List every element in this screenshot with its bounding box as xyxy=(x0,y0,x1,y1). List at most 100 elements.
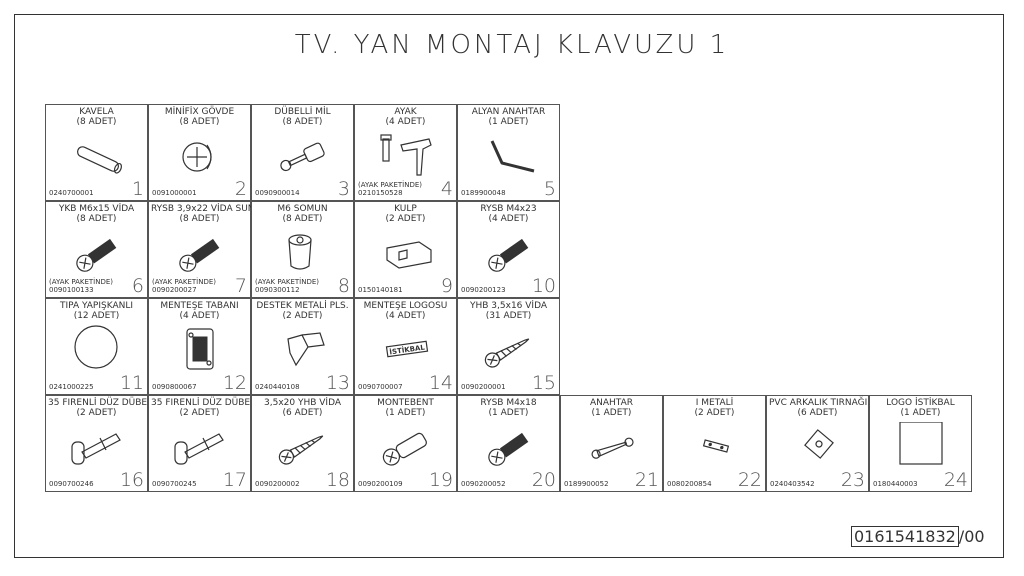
part-name: RYSB M4x23 xyxy=(480,204,537,214)
document-number: 0161541832/00 xyxy=(851,526,985,547)
part-number: 22 xyxy=(737,469,762,491)
part-quantity: (4 ADET) xyxy=(179,311,220,321)
part-quantity: (6 ADET) xyxy=(797,408,838,418)
part-cell-18: 3,5x20 YHB VİDA (6 ADET) 0090200002 18 xyxy=(251,395,354,492)
part-name: MONTEBENT xyxy=(377,398,434,408)
part-number: 4 xyxy=(440,178,453,200)
part-cell-9: KULP (2 ADET) 0150140181 9 xyxy=(354,201,457,298)
part-code: 0180440003 xyxy=(873,480,918,488)
logo-square-icon xyxy=(899,422,943,465)
part-note: (AYAK PAKETİNDE) xyxy=(152,278,217,286)
part-name: ANAHTAR xyxy=(589,398,634,408)
part-cell-20: RYSB M4x18 (1 ADET) 0090200052 20 xyxy=(457,395,560,492)
part-label: MİNİFİX GÖVDE (8 ADET) xyxy=(151,107,248,127)
part-name: 35 FIRENLİ DÜZ DÜBELSİZ xyxy=(48,398,167,408)
part-quantity: (8 ADET) xyxy=(76,117,117,127)
part-number: 1 xyxy=(131,178,144,200)
part-cell-11: TIPA YAPIŞKANLI (12 ADET) 0241000225 11 xyxy=(45,298,148,395)
part-code: 0090900014 xyxy=(255,189,300,197)
part-name: ALYAN ANAHTAR xyxy=(471,107,546,117)
part-quantity: (31 ADET) xyxy=(485,311,532,321)
cam-bolt-icon xyxy=(280,142,325,172)
part-label: MENTEŞE LOGOSU (4 ADET) xyxy=(357,301,454,321)
part-name: RYSB M4x18 xyxy=(480,398,537,408)
part-number: 10 xyxy=(531,275,556,297)
part-name: TIPA YAPIŞKANLI xyxy=(59,301,134,311)
part-name: YKB M6x15 VİDA xyxy=(58,204,135,214)
part-code: 0240700001 xyxy=(49,189,94,197)
part-name: RYSB 3,9x22 VİDA SUNTA xyxy=(151,204,266,214)
part-cell-19: MONTEBENT (1 ADET) 0090200109 19 xyxy=(354,395,457,492)
bolt-icon xyxy=(488,238,529,272)
i-metal-icon xyxy=(702,439,730,453)
part-number: 9 xyxy=(440,275,453,297)
part-quantity: (2 ADET) xyxy=(385,214,426,224)
part-cell-24: LOGO İSTİKBAL (1 ADET) 0180440003 24 xyxy=(869,395,972,492)
part-label: I METALİ (2 ADET) xyxy=(666,398,763,418)
part-quantity: (4 ADET) xyxy=(385,311,426,321)
part-note: (AYAK PAKETİNDE) xyxy=(358,181,423,189)
wood-screw-icon xyxy=(484,338,530,368)
part-code: 0210150528 xyxy=(358,189,403,197)
part-cell-23: PVC ARKALIK TIRNAĞI (6 ADET) 0240403542 … xyxy=(766,395,869,492)
part-number: 17 xyxy=(222,469,247,491)
clip-icon xyxy=(804,429,834,459)
part-name: M6 SOMUN xyxy=(277,204,328,214)
part-code: 0189900052 xyxy=(564,480,609,488)
part-label: AYAK (4 ADET) xyxy=(357,107,454,127)
bolt-icon xyxy=(179,238,220,272)
part-number: 19 xyxy=(428,469,453,491)
part-quantity: (4 ADET) xyxy=(385,117,426,127)
part-label: KAVELA (8 ADET) xyxy=(48,107,145,127)
part-label: RYSB M4x18 (1 ADET) xyxy=(460,398,557,418)
part-label: PVC ARKALIK TIRNAĞI (6 ADET) xyxy=(769,398,867,418)
part-quantity: (1 ADET) xyxy=(385,408,426,418)
part-cell-10: RYSB M4x23 (4 ADET) 0090200123 10 xyxy=(457,201,560,298)
part-code: 0090700245 xyxy=(152,480,197,488)
part-name: 35 FIRENLİ DÜZ DÜBELSİZ xyxy=(151,398,270,408)
part-number: 21 xyxy=(634,469,659,491)
part-number: 5 xyxy=(543,178,556,200)
part-cell-12: MENTEŞE TABANI (4 ADET) 0090800067 12 xyxy=(148,298,251,395)
connector-icon xyxy=(382,432,427,466)
part-note: (AYAK PAKETİNDE) xyxy=(255,278,320,286)
part-name: MENTEŞE LOGOSU xyxy=(363,301,448,311)
part-cell-2: MİNİFİX GÖVDE (8 ADET) 0091000001 2 xyxy=(148,104,251,201)
part-quantity: (1 ADET) xyxy=(488,408,529,418)
part-label: ALYAN ANAHTAR (1 ADET) xyxy=(460,107,557,127)
part-quantity: (4 ADET) xyxy=(488,214,529,224)
part-code: 0240440108 xyxy=(255,383,300,391)
part-code: 0241000225 xyxy=(49,383,94,391)
part-quantity: (8 ADET) xyxy=(179,117,220,127)
part-code: 0150140181 xyxy=(358,286,403,294)
part-number: 7 xyxy=(234,275,247,297)
part-label: DESTEK METALİ PLS. (2 ADET) xyxy=(254,301,351,321)
part-label: YKB M6x15 VİDA (8 ADET) xyxy=(48,204,145,224)
part-quantity: (8 ADET) xyxy=(76,214,117,224)
part-quantity: (12 ADET) xyxy=(73,311,120,321)
part-number: 14 xyxy=(428,372,453,394)
part-label: MENTEŞE TABANI (4 ADET) xyxy=(151,301,248,321)
part-number: 24 xyxy=(943,469,968,491)
part-quantity: (8 ADET) xyxy=(179,214,220,224)
part-quantity: (1 ADET) xyxy=(488,117,529,127)
part-cell-17: 35 FIRENLİ DÜZ DÜBELSİZ (2 ADET) 0090700… xyxy=(148,395,270,492)
part-label: KULP (2 ADET) xyxy=(357,204,454,224)
part-cell-13: DESTEK METALİ PLS. (2 ADET) 0240440108 1… xyxy=(251,298,354,395)
part-quantity: (8 ADET) xyxy=(282,214,323,224)
bolt-icon xyxy=(76,238,117,272)
part-cell-7: RYSB 3,9x22 VİDA SUNTA (8 ADET) (AYAK PA… xyxy=(148,201,266,298)
part-label: TIPA YAPIŞKANLI (12 ADET) xyxy=(48,301,145,321)
part-code: 0090100133 xyxy=(49,286,94,294)
part-label: RYSB 3,9x22 VİDA SUNTA (8 ADET) xyxy=(151,204,266,224)
part-number: 3 xyxy=(337,178,350,200)
part-code: 0240403542 xyxy=(770,480,815,488)
part-label: 35 FIRENLİ DÜZ DÜBELSİZ (2 ADET) xyxy=(151,398,270,418)
hinge-icon xyxy=(71,433,121,465)
cam-lock-icon xyxy=(182,142,212,172)
part-cell-5: ALYAN ANAHTAR (1 ADET) 0189900048 5 xyxy=(457,104,560,201)
bracket-icon xyxy=(287,332,325,367)
part-name: I METALİ xyxy=(695,398,734,408)
part-label: M6 SOMUN (8 ADET) xyxy=(254,204,351,224)
part-name: KAVELA xyxy=(79,107,114,117)
